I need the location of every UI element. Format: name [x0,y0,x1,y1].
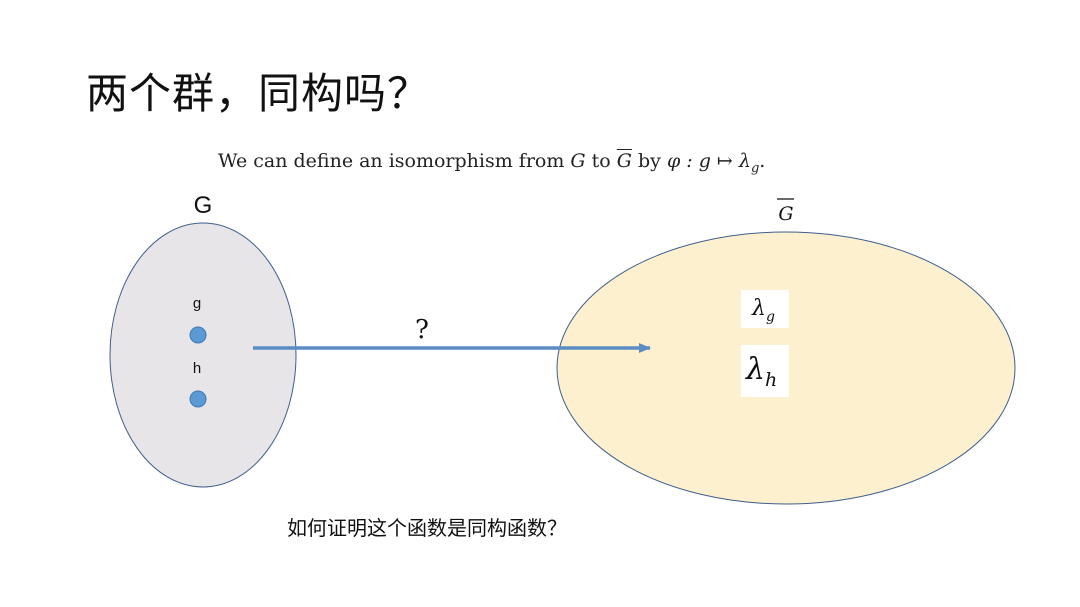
statement-to: to [585,150,617,172]
lambda-h: λh [745,352,777,391]
set-left-label: G [194,192,213,219]
statement-phi: φ : g ↦ λ [666,150,751,172]
caption-question: 如何证明这个函数是同构函数？ [287,516,567,540]
statement-sub: g [750,160,760,176]
statement-group-gbar: G [616,150,632,172]
element-h-dot [189,390,207,408]
set-left-ellipse [109,222,297,488]
statement-lead: We can define an isomorphism from [218,150,571,172]
statement-by: by [631,150,667,172]
lambda-g-box [741,290,789,328]
arrow-question-label: ? [415,315,429,345]
lambda-g-sub: g [766,309,775,325]
element-h-label: h [193,360,201,377]
lambda-g-symbol: λ [751,296,766,321]
lambda-h-box [741,345,789,397]
statement-group-g: G [570,150,586,172]
slide-title: 两个群，同构吗？ [86,69,431,118]
element-g-dot [189,326,207,344]
set-right-label: G [778,203,793,225]
element-g-label: g [193,295,201,312]
lambda-h-sub: h [765,369,777,391]
statement-end: . [759,150,766,172]
lambda-g: λg [751,296,775,325]
lambda-h-symbol: λ [745,352,765,387]
isomorphism-statement: We can define an isomorphism from G to G… [218,150,765,176]
